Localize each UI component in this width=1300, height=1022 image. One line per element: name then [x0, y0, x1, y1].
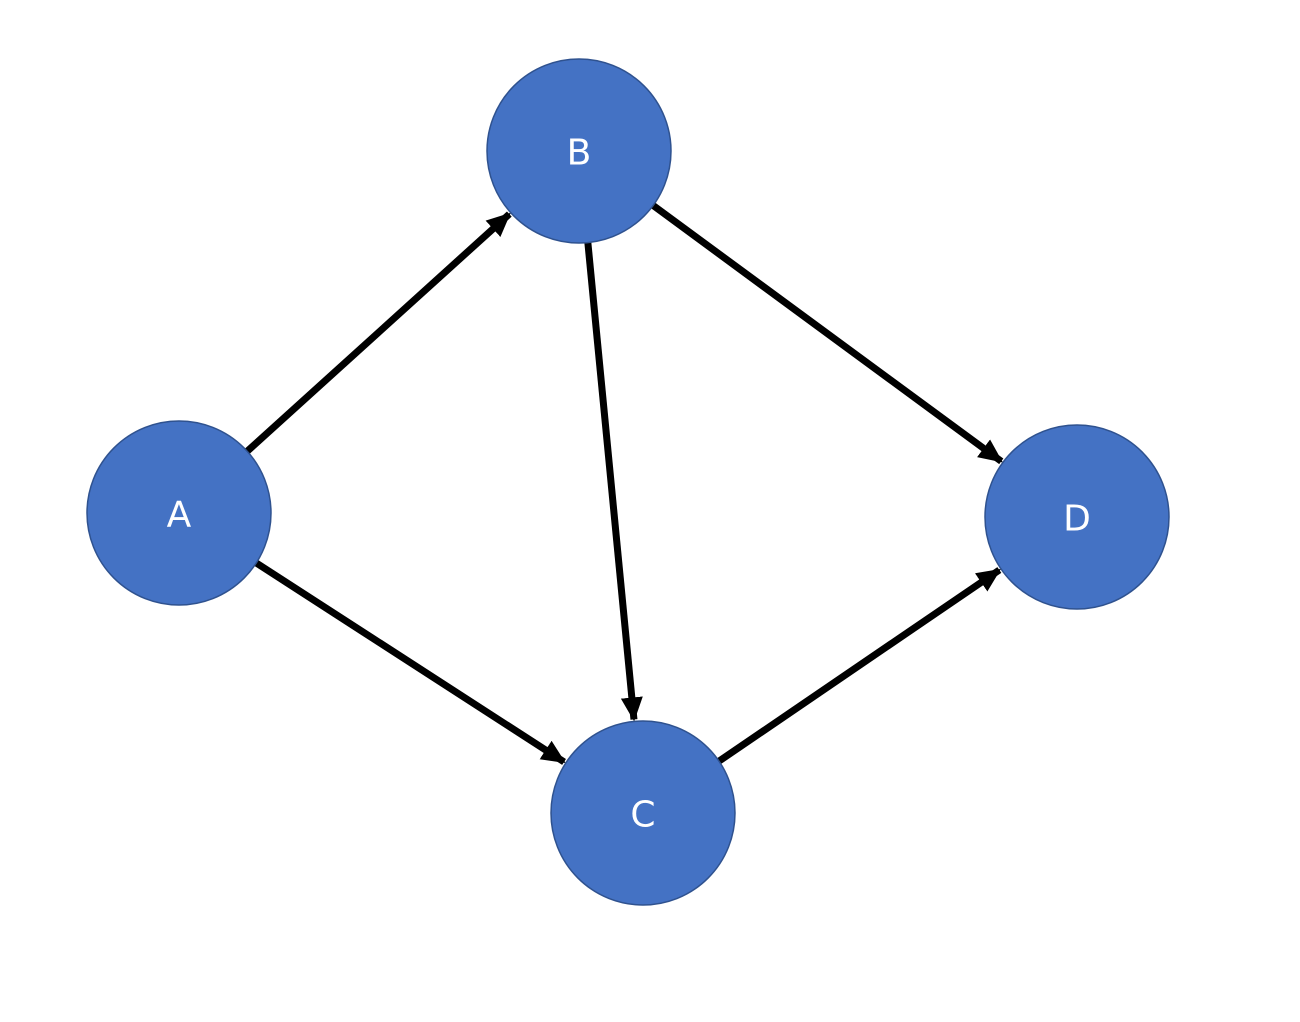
node-c: C [550, 720, 736, 906]
edge-a-to-b-arrow [244, 211, 512, 454]
node-a: A [86, 420, 272, 606]
edge-a-to-c-arrow [254, 560, 566, 765]
edge-b-to-c-arrow [584, 242, 643, 722]
node-b-circle [486, 58, 672, 244]
node-a-circle [86, 420, 272, 606]
edges-layer [244, 202, 1004, 765]
node-d-label: D [1063, 499, 1091, 540]
edge-b-to-d-arrow [651, 202, 1004, 465]
edge-c-to-d-arrow [717, 567, 1002, 765]
node-b: B [486, 58, 672, 244]
node-b-label: B [567, 133, 592, 174]
node-a-label: A [167, 495, 192, 536]
node-d-circle [984, 424, 1170, 610]
nodes-layer: A B C D [86, 58, 1170, 906]
node-c-label: C [630, 795, 655, 836]
node-d: D [984, 424, 1170, 610]
node-c-circle [550, 720, 736, 906]
